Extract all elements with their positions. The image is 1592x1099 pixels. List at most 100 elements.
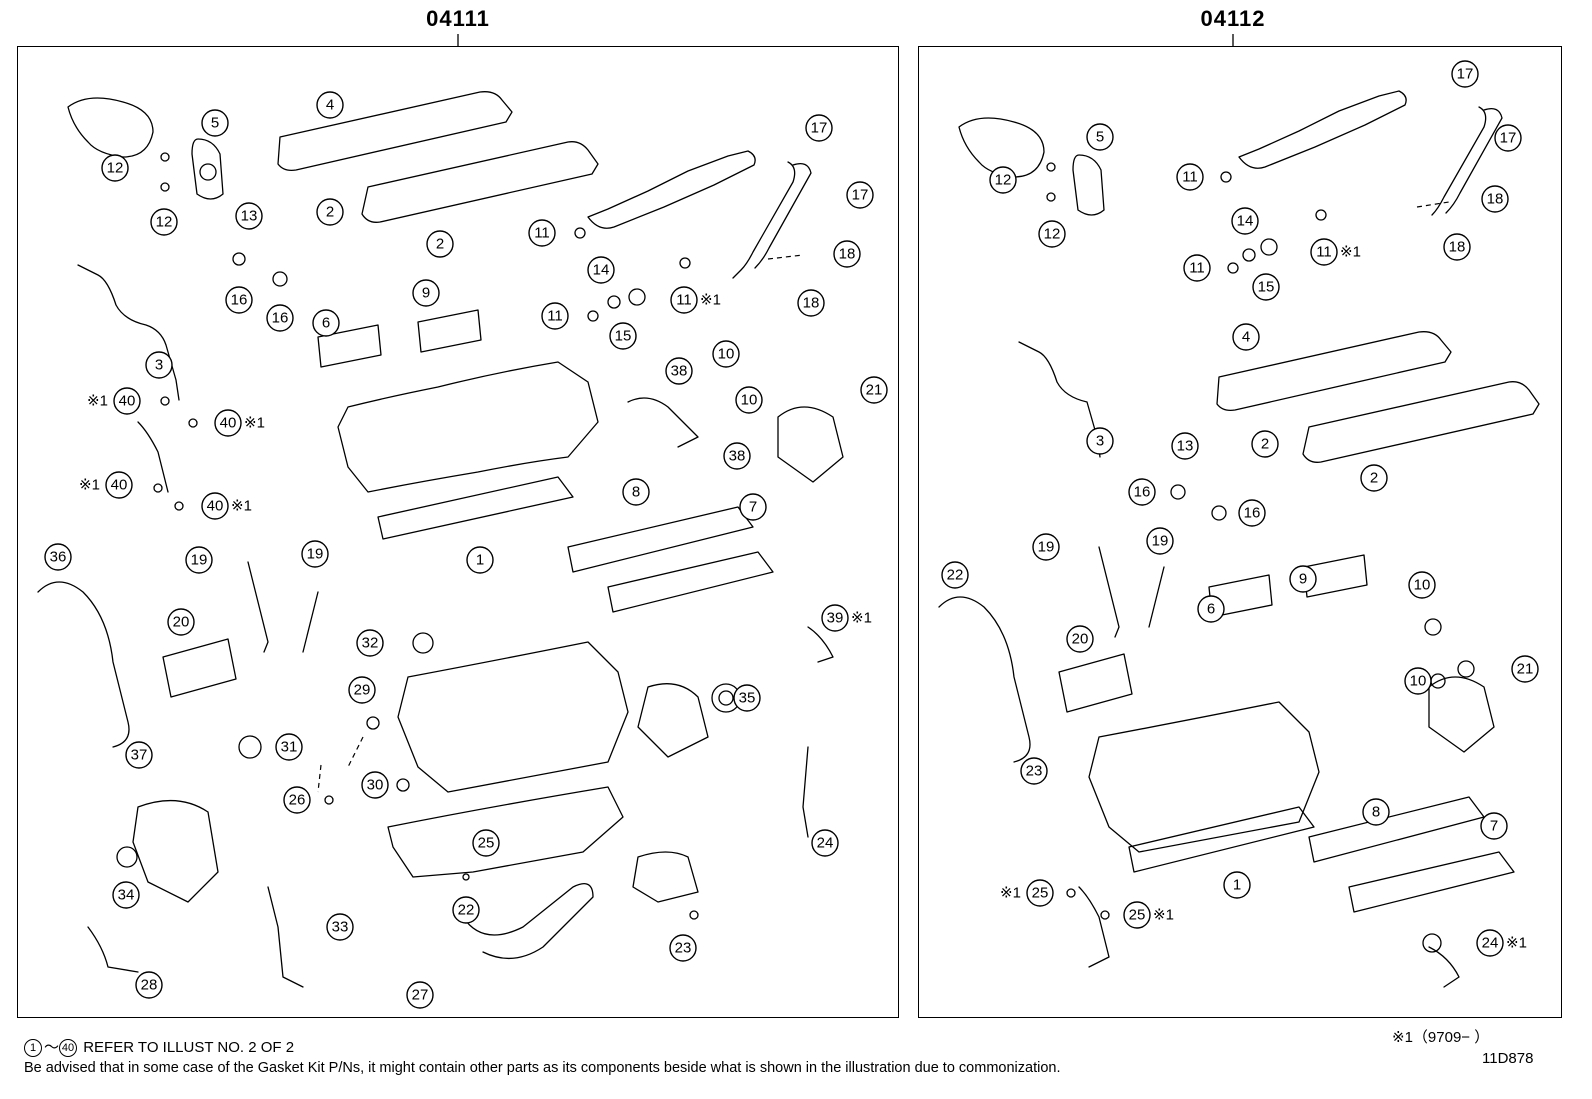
callout-part-2[interactable]: 2 (1360, 464, 1388, 492)
callout-part-12[interactable]: 12 (989, 166, 1017, 194)
callout-part-20[interactable]: 20 (1066, 625, 1094, 653)
callout-part-14[interactable]: 14 (587, 256, 615, 284)
kit-title-04111: 04111 (426, 6, 490, 31)
callout-part-16[interactable]: 16 (266, 304, 294, 332)
callout-part-11[interactable]: 11 (1176, 163, 1204, 191)
callout-number: 11 (1182, 169, 1198, 186)
callout-part-11[interactable]: 11 (541, 302, 569, 330)
callout-part-12[interactable]: 12 (150, 208, 178, 236)
callout-part-8[interactable]: 8 (1362, 798, 1390, 826)
callout-part-31[interactable]: 31 (275, 733, 303, 761)
callout-part-40[interactable]: 40※1 (201, 492, 252, 520)
callout-part-17[interactable]: 17 (1451, 60, 1479, 88)
callout-part-23[interactable]: 23 (1020, 757, 1048, 785)
callout-part-39[interactable]: 39※1 (821, 604, 872, 632)
callout-part-18[interactable]: 18 (1481, 185, 1509, 213)
callout-part-18[interactable]: 18 (833, 240, 861, 268)
callout-part-18[interactable]: 18 (797, 289, 825, 317)
callout-part-22[interactable]: 22 (452, 896, 480, 924)
callout-part-15[interactable]: 15 (609, 322, 637, 350)
callout-part-13[interactable]: 13 (235, 202, 263, 230)
callout-part-16[interactable]: 16 (225, 286, 253, 314)
callout-part-21[interactable]: 21 (1511, 655, 1539, 683)
callout-part-38[interactable]: 38 (665, 357, 693, 385)
callout-part-11[interactable]: 11 (528, 219, 556, 247)
callout-part-19[interactable]: 19 (1146, 527, 1174, 555)
callout-part-24[interactable]: 24 (811, 829, 839, 857)
callout-part-8[interactable]: 8 (622, 478, 650, 506)
callout-circle (528, 219, 556, 247)
callout-part-5[interactable]: 5 (201, 109, 229, 137)
callout-part-40[interactable]: 40※1 (214, 409, 265, 437)
callout-part-20[interactable]: 20 (167, 608, 195, 636)
callout-part-33[interactable]: 33 (326, 913, 354, 941)
callout-part-25[interactable]: 25※1 (1123, 901, 1174, 929)
callout-part-25[interactable]: 25 (472, 829, 500, 857)
callout-number: 25 (1032, 885, 1049, 902)
callout-part-5[interactable]: 5 (1086, 123, 1114, 151)
callout-part-14[interactable]: 14 (1231, 207, 1259, 235)
ref-to-marker: 40 (59, 1039, 78, 1058)
callout-part-38[interactable]: 38 (723, 442, 751, 470)
callout-part-9[interactable]: 9 (1289, 565, 1317, 593)
callout-part-12[interactable]: 12 (1038, 220, 1066, 248)
callout-part-15[interactable]: 15 (1252, 273, 1280, 301)
callout-part-19[interactable]: 19 (185, 546, 213, 574)
callout-part-23[interactable]: 23 (669, 934, 697, 962)
callout-part-40[interactable]: 40※1 (87, 387, 141, 415)
callout-circle (1481, 185, 1509, 213)
callout-part-2[interactable]: 2 (426, 230, 454, 258)
callout-part-7[interactable]: 7 (739, 493, 767, 521)
callout-part-25[interactable]: 25※1 (1000, 879, 1054, 907)
callout-part-3[interactable]: 3 (145, 351, 173, 379)
callout-part-12[interactable]: 12 (101, 154, 129, 182)
callout-part-40[interactable]: 40※1 (79, 471, 133, 499)
callout-part-29[interactable]: 29 (348, 676, 376, 704)
callout-part-27[interactable]: 27 (406, 981, 434, 1009)
callout-part-9[interactable]: 9 (412, 279, 440, 307)
callout-part-3[interactable]: 3 (1086, 427, 1114, 455)
callout-part-19[interactable]: 19 (301, 540, 329, 568)
callout-part-28[interactable]: 28 (135, 971, 163, 999)
callout-part-10[interactable]: 10 (1408, 571, 1436, 599)
callout-part-22[interactable]: 22 (941, 561, 969, 589)
callout-part-30[interactable]: 30 (361, 771, 389, 799)
callout-part-34[interactable]: 34 (112, 881, 140, 909)
callout-part-16[interactable]: 16 (1238, 499, 1266, 527)
callout-part-32[interactable]: 32 (356, 629, 384, 657)
callout-part-19[interactable]: 19 (1032, 533, 1060, 561)
callout-part-11[interactable]: 11 (1183, 254, 1211, 282)
callout-circle (105, 471, 133, 499)
callout-part-26[interactable]: 26 (283, 786, 311, 814)
callout-part-6[interactable]: 6 (312, 309, 340, 337)
callout-part-6[interactable]: 6 (1197, 595, 1225, 623)
callout-part-24[interactable]: 24※1 (1476, 929, 1527, 957)
callout-part-1[interactable]: 1 (466, 546, 494, 574)
callout-part-2[interactable]: 2 (1251, 430, 1279, 458)
callout-part-10[interactable]: 10 (712, 340, 740, 368)
callout-part-11[interactable]: 11※1 (1310, 238, 1361, 266)
callout-part-1[interactable]: 1 (1223, 871, 1251, 899)
callout-circle (167, 608, 195, 636)
callout-part-17[interactable]: 17 (805, 114, 833, 142)
callout-part-16[interactable]: 16 (1128, 478, 1156, 506)
callout-part-18[interactable]: 18 (1443, 233, 1471, 261)
callout-circle (1032, 533, 1060, 561)
callout-part-17[interactable]: 17 (846, 181, 874, 209)
callout-part-4[interactable]: 4 (316, 91, 344, 119)
callout-circle (821, 604, 849, 632)
callout-part-13[interactable]: 13 (1171, 432, 1199, 460)
callout-part-37[interactable]: 37 (125, 741, 153, 769)
callout-part-10[interactable]: 10 (735, 386, 763, 414)
callout-part-2[interactable]: 2 (316, 198, 344, 226)
callout-part-11[interactable]: 11※1 (670, 286, 721, 314)
callout-part-10[interactable]: 10 (1404, 667, 1432, 695)
callout-part-7[interactable]: 7 (1480, 812, 1508, 840)
callout-part-36[interactable]: 36 (44, 543, 72, 571)
callout-part-35[interactable]: 35 (733, 684, 761, 712)
callout-circle (1038, 220, 1066, 248)
callout-part-17[interactable]: 17 (1494, 124, 1522, 152)
callout-part-21[interactable]: 21 (860, 376, 888, 404)
callout-circle (1231, 207, 1259, 235)
callout-part-4[interactable]: 4 (1232, 323, 1260, 351)
